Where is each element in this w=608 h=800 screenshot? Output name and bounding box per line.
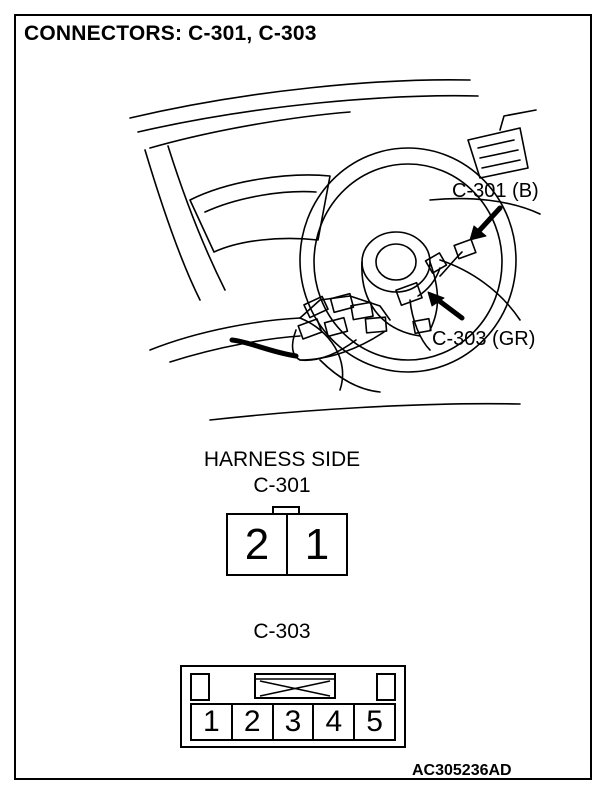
callout-c301: C-301 (B) bbox=[452, 180, 539, 202]
c303-right-lock bbox=[376, 673, 396, 701]
c303-pin: 2 bbox=[230, 703, 274, 741]
diagram-frame bbox=[14, 14, 592, 780]
c301-pin: 2 bbox=[244, 519, 270, 569]
callout-c303: C-303 (GR) bbox=[432, 328, 536, 350]
c303-connector: 1 2 3 4 5 bbox=[180, 665, 406, 748]
c301-label: C-301 bbox=[253, 474, 311, 497]
c303-pin: 4 bbox=[312, 703, 356, 741]
c303-pin: 1 bbox=[190, 703, 233, 741]
c301-pin: 1 bbox=[286, 515, 346, 574]
c303-label: C-303 bbox=[253, 620, 311, 643]
harness-side-label: HARNESS SIDE bbox=[203, 448, 361, 471]
c301-latch bbox=[272, 506, 300, 514]
c303-left-lock bbox=[190, 673, 210, 701]
figure-code: AC305236AD bbox=[412, 762, 512, 779]
c303-pin: 3 bbox=[271, 703, 315, 741]
c301-connector: 2 1 bbox=[226, 506, 348, 576]
c303-key-cross bbox=[254, 673, 336, 699]
c303-pin: 5 bbox=[353, 703, 396, 741]
page-title: CONNECTORS: C-301, C-303 bbox=[24, 22, 317, 45]
